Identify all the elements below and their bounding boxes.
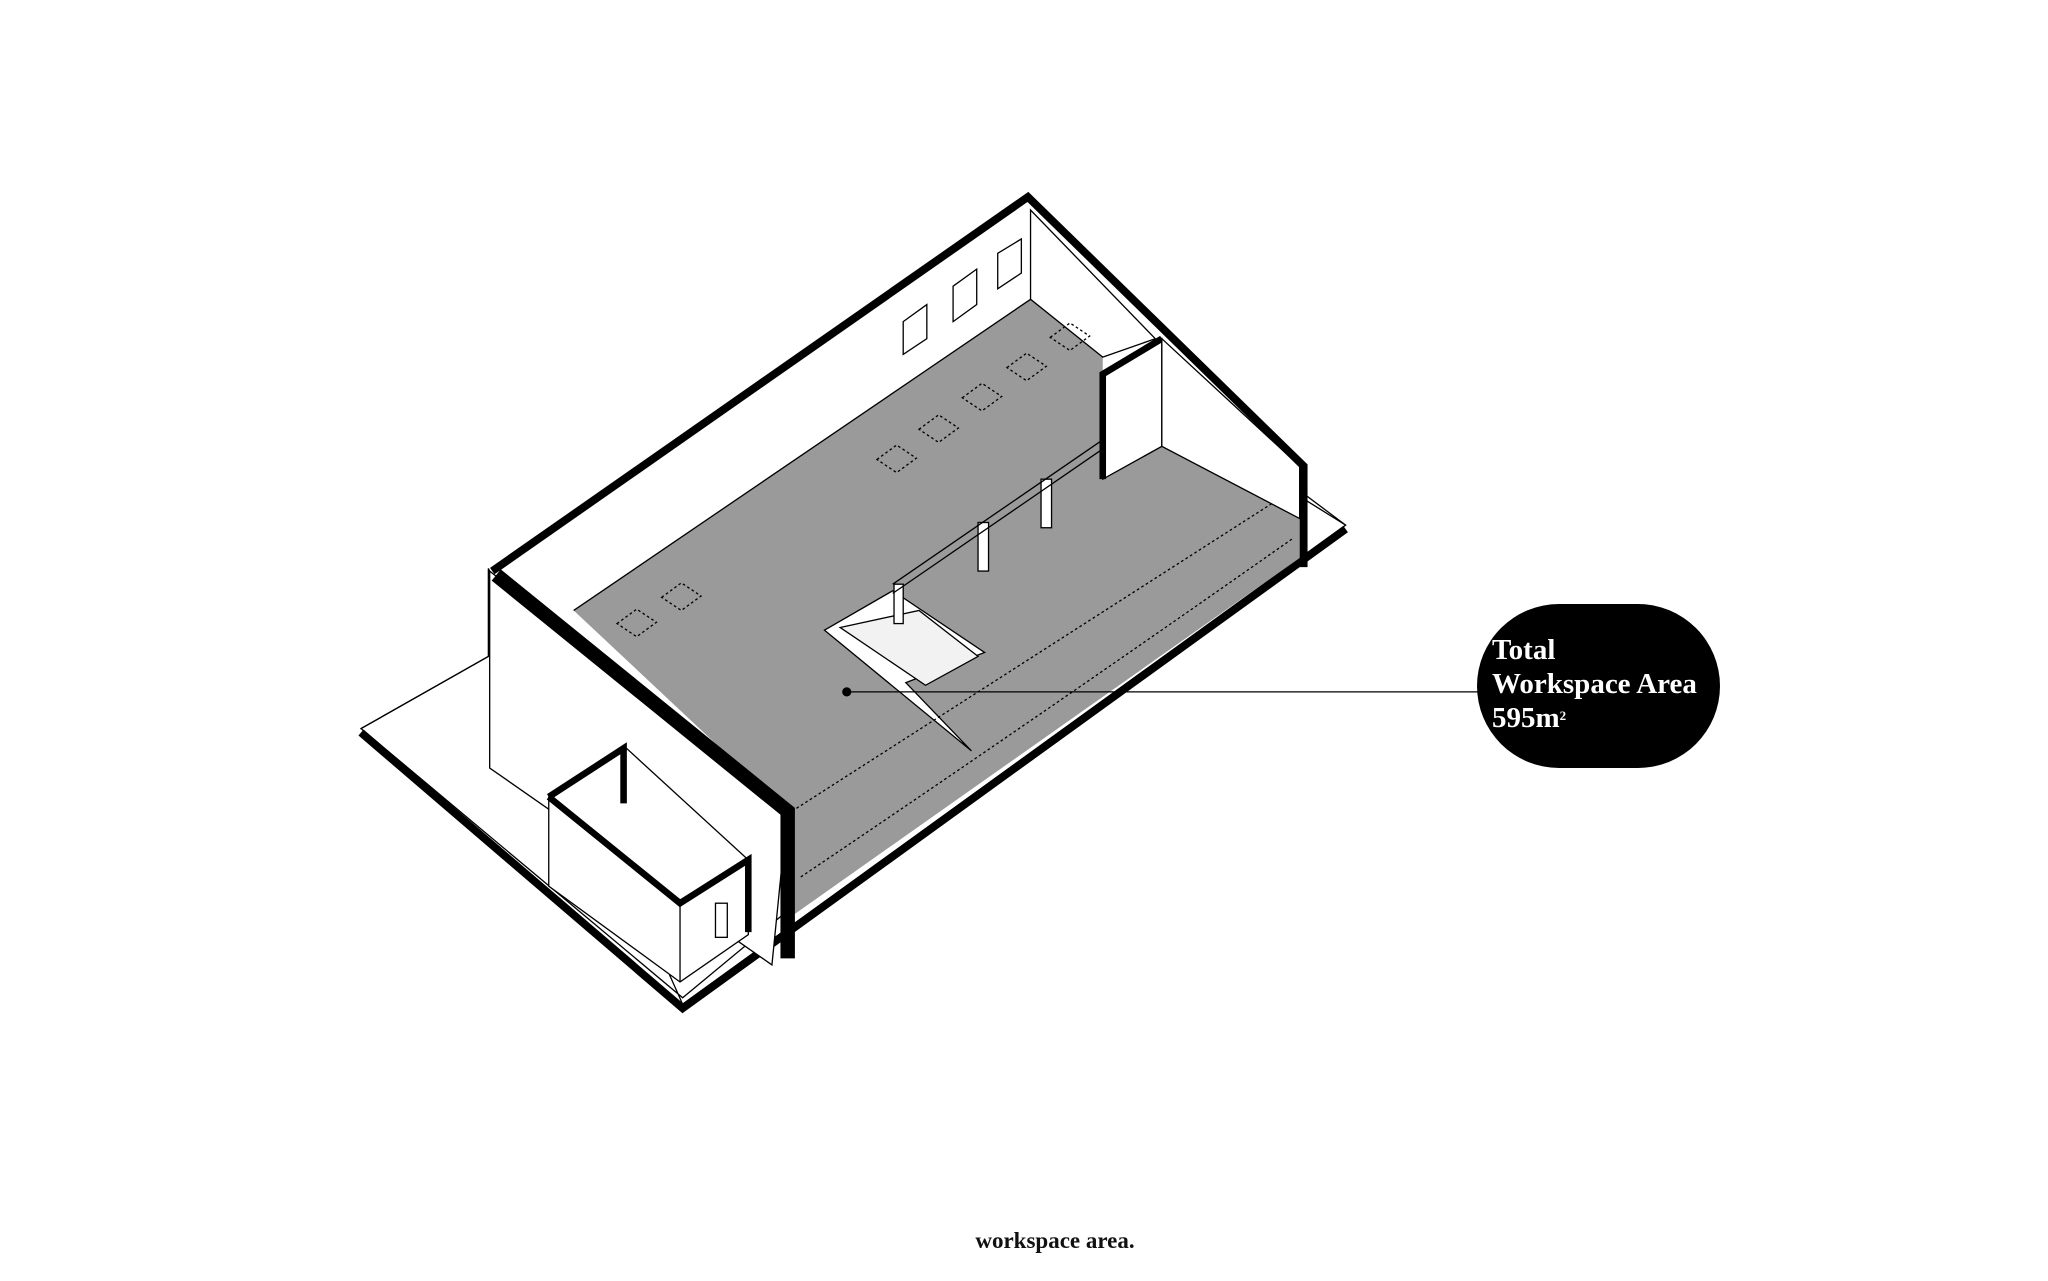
callout-line2: Workspace Area [1492,668,1697,700]
windows [902,237,1023,356]
left-wall-section [491,569,795,959]
back-wall-section [490,191,1308,575]
back-wall-face [498,196,1031,611]
skylights [615,322,1301,878]
callout-unit-superscript: 2 [1559,708,1567,723]
callout-value: 595m [1492,702,1560,734]
slab-edge [358,525,1348,1014]
callout-text: Total Workspace Area 595m2 [1492,633,1697,735]
workspace-floor [573,299,1300,919]
callout-value-row: 595m2 [1492,701,1697,735]
callout-line1: Total [1492,634,1556,666]
columns [892,439,1104,625]
right-wall-face [1161,337,1301,520]
callout-dot [842,687,852,697]
diagram-caption: workspace area. [975,1228,1135,1253]
callout-pill [1477,604,1720,768]
